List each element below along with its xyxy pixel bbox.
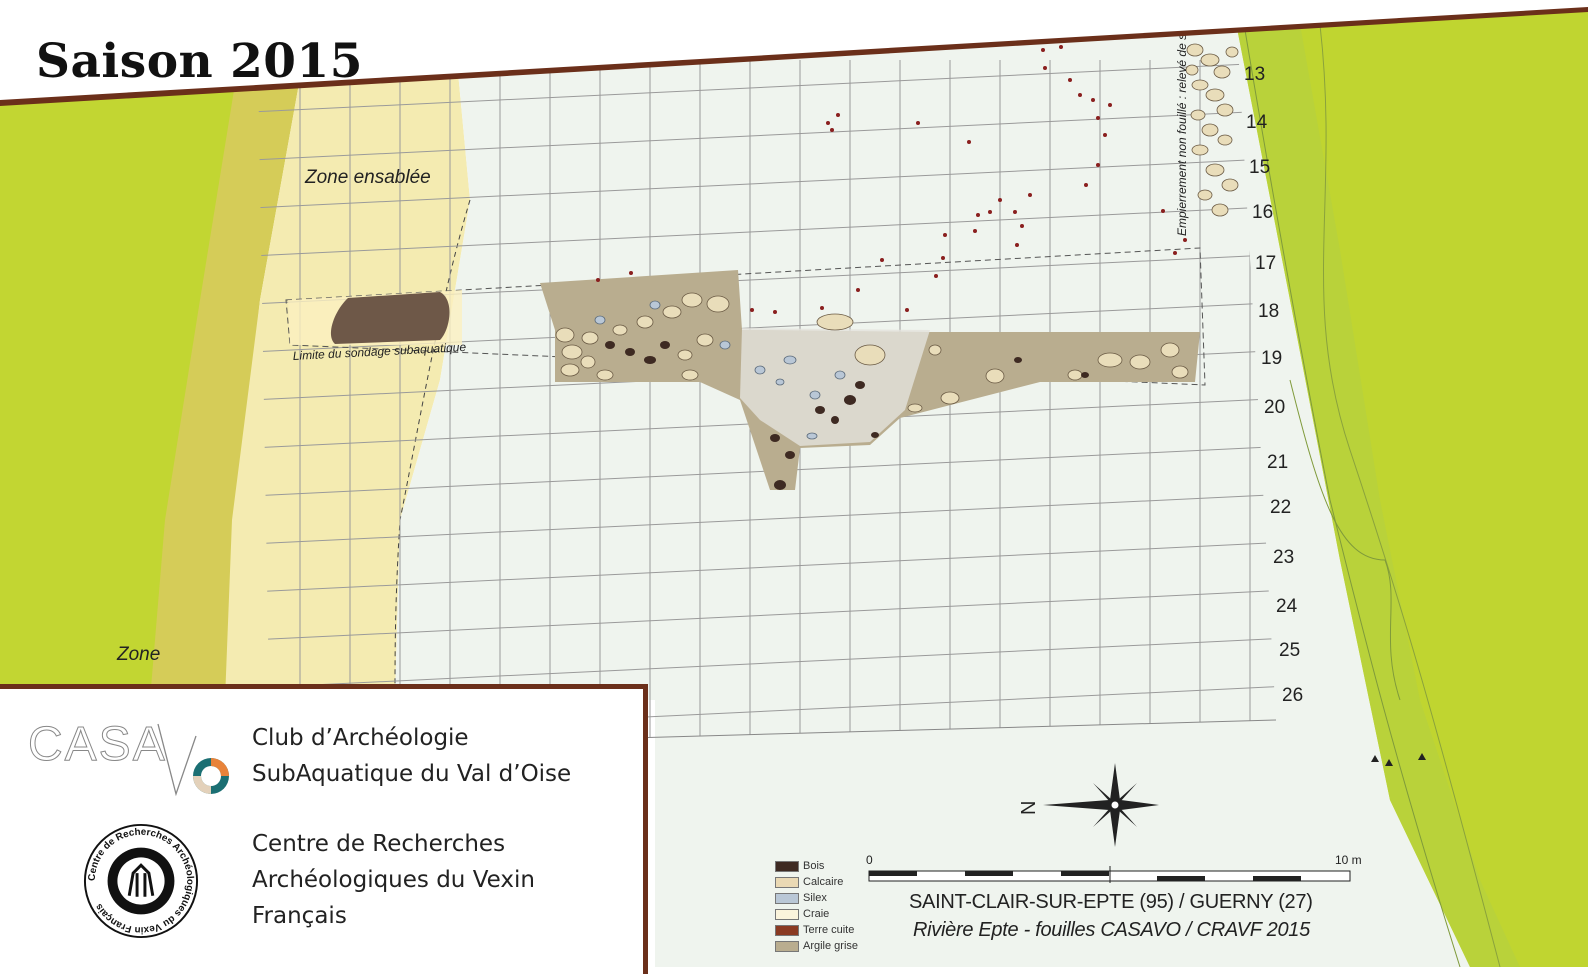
row-number: 24 xyxy=(1276,596,1298,617)
legend-item: Terre cuite xyxy=(775,922,858,938)
row-number: 23 xyxy=(1273,547,1294,568)
north-compass xyxy=(1043,763,1159,847)
row-number: 17 xyxy=(1255,253,1276,274)
legend-item: Craie xyxy=(775,906,858,922)
row-numbers: 13 14 15 16 17 18 19 20 21 22 23 24 25 2… xyxy=(1244,64,1303,706)
excavated-trench xyxy=(540,270,1200,490)
frame-band xyxy=(0,6,1588,106)
legend-item: Calcaire xyxy=(775,874,858,890)
row-number: 13 xyxy=(1244,64,1265,85)
casavo-logo-text: CASA xyxy=(28,718,167,771)
legend-item: Argile grise xyxy=(775,938,858,954)
site-title: SAINT-CLAIR-SUR-EPTE (95) / GUERNY (27) xyxy=(909,891,1313,913)
survey-markers xyxy=(1371,753,1426,766)
water-area xyxy=(395,28,1470,967)
row-number: 26 xyxy=(1282,685,1303,706)
empierrement-label: Empierrement non fouillé : relevé de s xyxy=(1175,34,1189,236)
row-number: 18 xyxy=(1258,301,1279,322)
empierrement xyxy=(1185,43,1239,217)
legend-item: Silex xyxy=(775,890,858,906)
casavo-name: Club d’Archéologie SubAquatique du Val d… xyxy=(252,725,572,787)
cravf-name: Centre de Recherches Archéologiques du V… xyxy=(252,831,535,929)
zone-sand-label-2: Zone xyxy=(116,644,160,665)
scale-end: 10 m xyxy=(1335,853,1362,867)
clay-patch xyxy=(330,292,450,344)
row-number: 14 xyxy=(1246,112,1268,133)
wood-stakes xyxy=(596,45,1187,314)
scale-bar: 0 10 m xyxy=(866,853,1362,883)
page-title: Saison 2015 xyxy=(36,34,363,89)
row-number: 19 xyxy=(1261,348,1282,369)
right-bank-inner xyxy=(1237,24,1520,967)
survey-limit xyxy=(285,247,1206,386)
cravf-seal-logo: Centre de Recherches Archéologiques du V… xyxy=(83,823,199,939)
material-legend: Bois Calcaire Silex Craie Terre cuite Ar… xyxy=(775,858,858,954)
legend-item: Bois xyxy=(775,858,858,874)
row-number: 22 xyxy=(1270,497,1291,518)
north-label: N xyxy=(1018,801,1040,815)
left-bank-band xyxy=(150,78,300,700)
scale-start: 0 xyxy=(866,853,873,867)
row-number: 20 xyxy=(1264,397,1285,418)
grid xyxy=(258,60,1276,748)
site-subtitle: Rivière Epte - fouilles CASAVO / CRAVF 2… xyxy=(913,919,1310,941)
casavo-logo: CASA xyxy=(28,718,229,797)
row-number: 21 xyxy=(1267,452,1288,473)
row-number: 25 xyxy=(1279,640,1300,661)
row-number: 16 xyxy=(1252,202,1273,223)
row-number: 15 xyxy=(1249,157,1270,178)
sand-zone xyxy=(225,72,470,700)
zone-sand-label: Zone ensablée xyxy=(304,167,431,188)
